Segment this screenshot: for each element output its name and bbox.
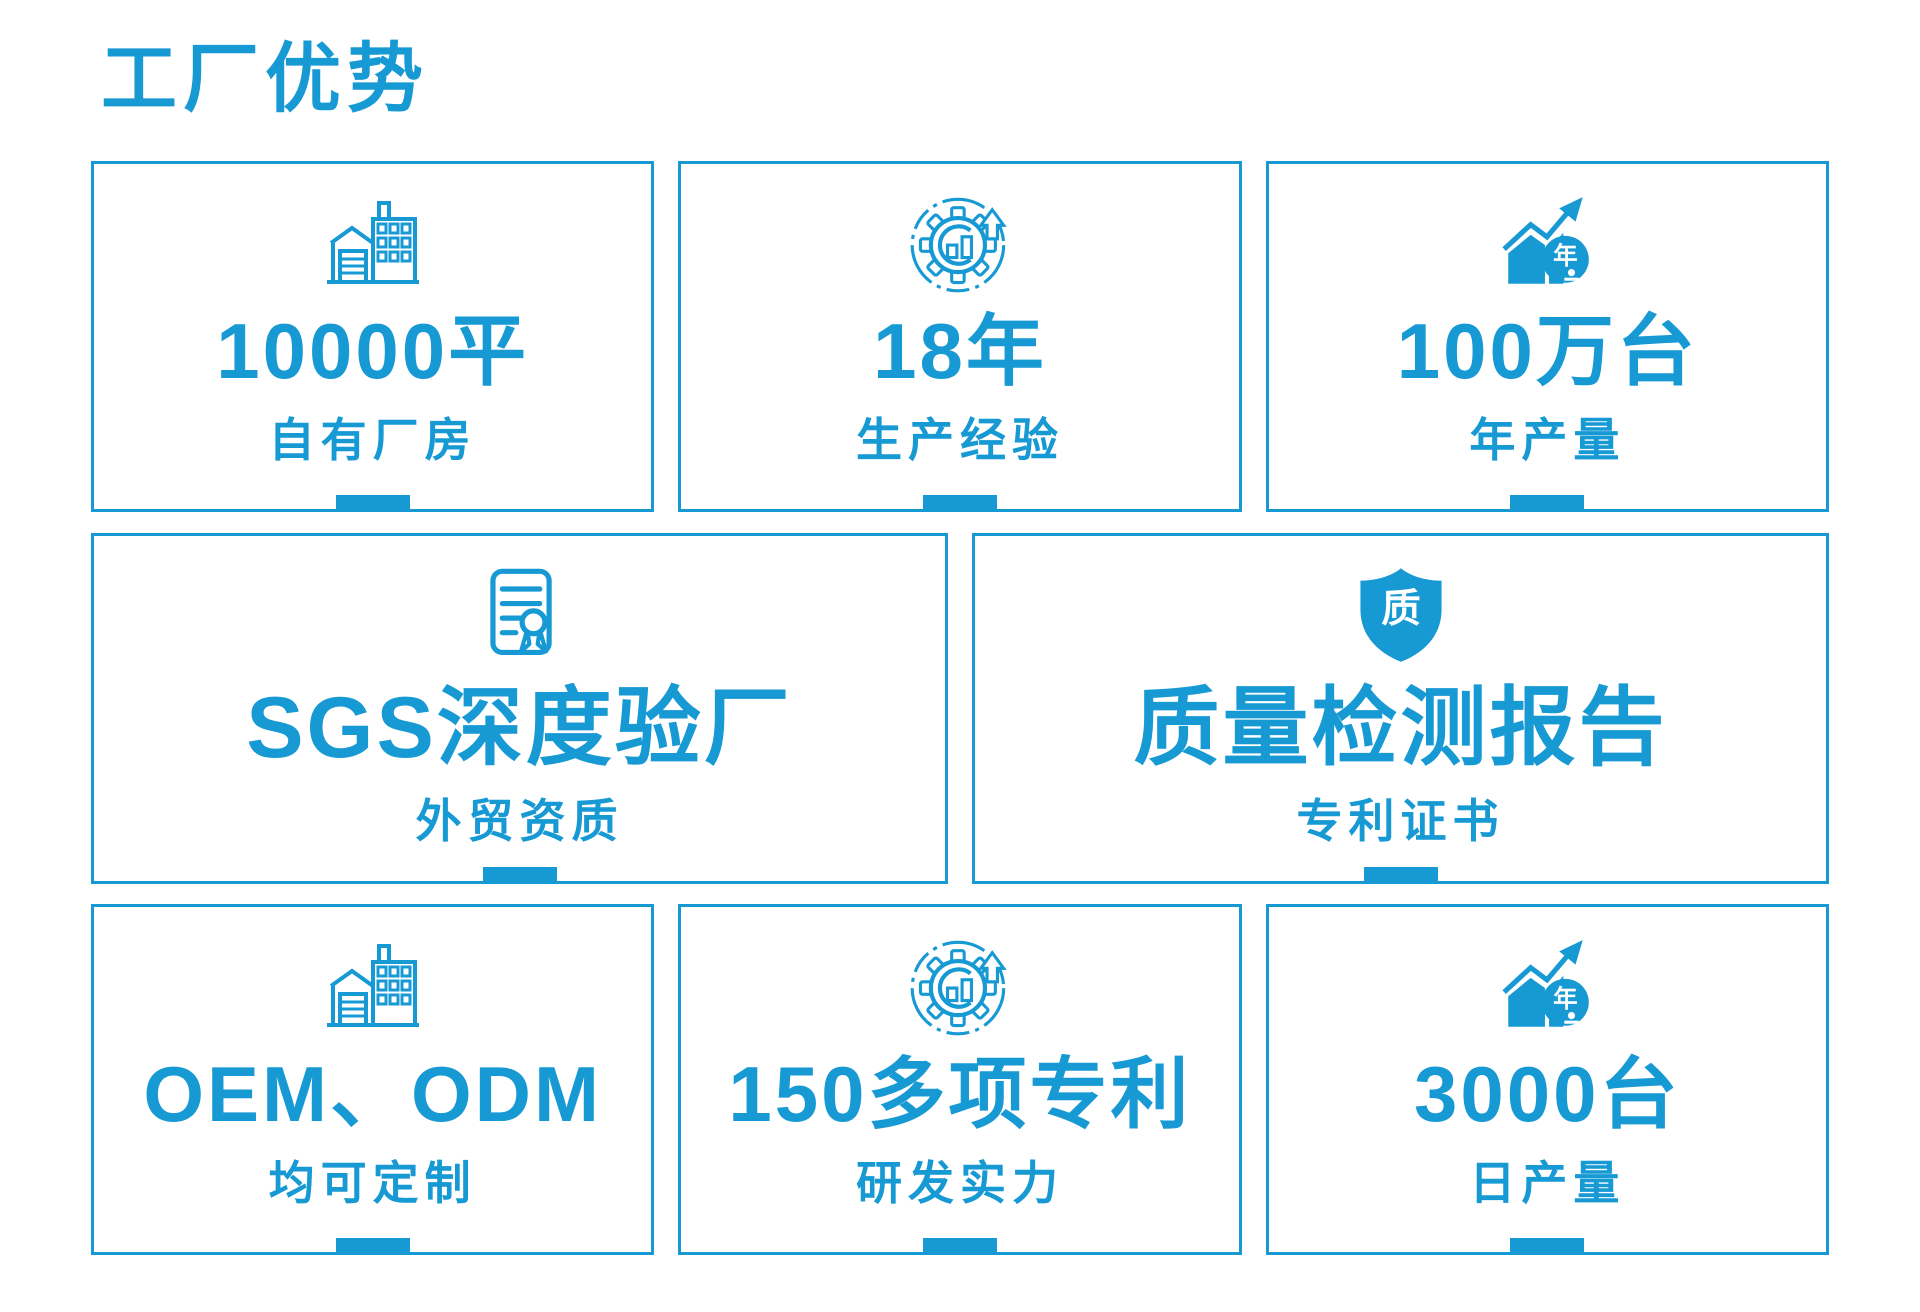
stat-label: 研发实力: [855, 1156, 1064, 1209]
stat-label: 年产量: [1469, 413, 1626, 466]
stat-label: 外贸资质: [415, 794, 624, 847]
stat-label: 专利证书: [1296, 794, 1505, 847]
card-bottom-tab: [335, 495, 410, 510]
stat-label: 生产经验: [855, 413, 1064, 466]
card-daily-output: 年 3000台 日产量: [1265, 904, 1829, 1256]
card-bottom-tab: [482, 867, 557, 882]
stat-value: 100万台: [1396, 307, 1698, 396]
card-experience: 18年 生产经验: [678, 161, 1242, 513]
stat-value: 18年: [873, 307, 1047, 396]
gear-growth-icon: [908, 933, 1012, 1039]
page-title: 工厂优势: [101, 37, 429, 122]
factory-icon: [323, 933, 423, 1039]
stat-value: 10000平: [216, 307, 530, 396]
card-bottom-tab: [335, 1238, 410, 1253]
annual-growth-icon: 年: [1496, 933, 1598, 1039]
card-bottom-tab: [1510, 495, 1585, 510]
shield-glyph: 质: [1381, 587, 1421, 631]
card-bottom-tab: [1363, 867, 1438, 882]
card-bottom-tab: [922, 1238, 997, 1253]
quality-shield-icon: 质: [1349, 562, 1453, 668]
card-bottom-tab: [922, 495, 997, 510]
year-glyph: 年: [1553, 984, 1577, 1013]
annual-growth-icon: 年: [1496, 190, 1598, 296]
factory-icon: [323, 190, 423, 296]
card-sgs-audit: SGS深度验厂 外贸资质: [91, 533, 948, 885]
stat-value: 3000台: [1414, 1050, 1681, 1139]
card-patents: 150多项专利 研发实力: [678, 904, 1242, 1256]
stat-value: SGS深度验厂: [246, 680, 793, 777]
stat-label: 均可定制: [268, 1156, 477, 1209]
stat-label: 日产量: [1469, 1156, 1626, 1209]
row-1: 10000平 自有厂房: [91, 161, 1829, 513]
card-quality-report: 质 质量检测报告 专利证书: [972, 533, 1829, 885]
stat-value: 质量检测报告: [1133, 680, 1668, 777]
card-factory-area: 10000平 自有厂房: [91, 161, 655, 513]
row-3: OEM、ODM 均可定制: [91, 904, 1829, 1256]
certificate-icon: [468, 562, 572, 668]
card-oem-odm: OEM、ODM 均可定制: [91, 904, 655, 1256]
year-glyph: 年: [1553, 241, 1577, 270]
stat-value: 150多项专利: [728, 1050, 1192, 1139]
row-2: SGS深度验厂 外贸资质 质 质量检测报告 专利证书: [91, 533, 1829, 885]
card-bottom-tab: [1510, 1238, 1585, 1253]
card-annual-output: 年 100万台 年产量: [1265, 161, 1829, 513]
gear-growth-icon: [908, 190, 1012, 296]
stat-value: OEM、ODM: [143, 1050, 602, 1139]
stat-label: 自有厂房: [268, 413, 477, 466]
